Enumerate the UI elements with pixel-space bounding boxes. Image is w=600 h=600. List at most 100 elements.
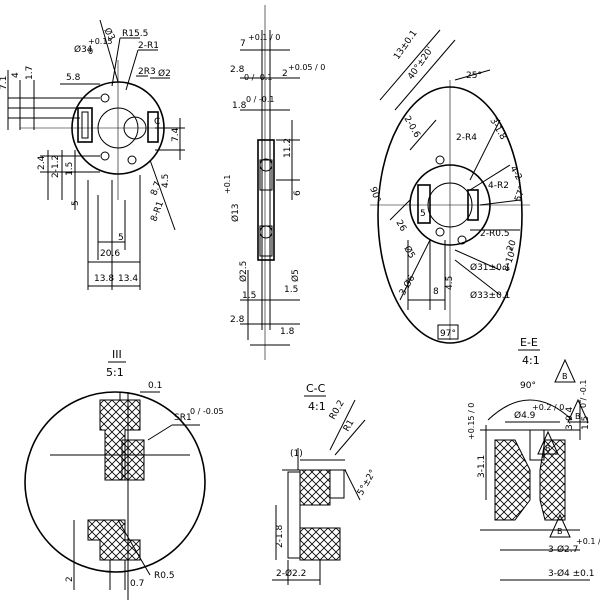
view3-dim-line xyxy=(379,29,441,101)
view3-d33: Ø33±0.1 xyxy=(470,290,510,301)
detail-cc-left-wall xyxy=(287,471,301,559)
view3-d2_6: 2-0.6 xyxy=(401,115,421,140)
view3-leader xyxy=(399,239,431,301)
detail-iii-scale: 5:1 xyxy=(106,366,124,379)
detail-ee-mark-b2: B xyxy=(575,412,581,421)
detail-ee-angle-arc xyxy=(487,399,573,421)
view1-leader xyxy=(99,19,119,83)
detail-cc-r1: R1 xyxy=(342,418,357,433)
view2-d2_5: Ø2.5 xyxy=(238,261,249,282)
detail-cc-right-wall xyxy=(329,469,345,499)
view3-leader xyxy=(469,164,511,191)
view3-r2b: 4-R2 xyxy=(488,181,509,191)
detail-e-e: E-E 4:1 90° Ø4.9 +0.2 / 0 3-0.4 0 / -0.1… xyxy=(467,336,600,581)
view3-r0_5: 2-R0.5 xyxy=(480,229,510,239)
view3-leader xyxy=(389,199,411,221)
detail-ee-d4_9: Ø4.9 xyxy=(514,410,536,421)
detail-iii-circle xyxy=(24,391,206,573)
detail-cc-scale: 4:1 xyxy=(308,400,326,413)
view3-d4_2: 4-2 xyxy=(507,165,523,183)
view3-angle-box xyxy=(437,324,459,340)
detail-ee-section-left xyxy=(494,439,531,521)
view3-dim-line xyxy=(394,39,456,111)
detail-ee-d3_2_7-tol: +0.1 / 0 xyxy=(576,537,600,546)
detail-cc-section-upper xyxy=(299,469,331,506)
detail-ee-d1_5: 1.5 xyxy=(581,416,591,430)
view3-d26: 26 xyxy=(393,219,408,234)
detail-cc-d1: (1) xyxy=(290,449,303,459)
detail-cc-section-lower xyxy=(299,527,341,561)
detail-ee-marker-b2 xyxy=(567,398,589,423)
view1-hole-bottom xyxy=(100,151,110,161)
view2-d7-tol: +0.1 / 0 xyxy=(248,33,280,42)
view1-d13_4: 13.4 xyxy=(118,274,138,284)
view2-d13-tol: +0.1 xyxy=(223,175,232,194)
view3-phi5: Ø5 xyxy=(401,244,417,261)
view1-d13_8: 13.8 xyxy=(94,274,114,284)
detail-ee-marker-b3 xyxy=(537,430,559,455)
view1-d8_7: 8.7 xyxy=(149,180,163,197)
detail-ee-mark-b3: B xyxy=(545,444,551,453)
view1-d7_4: 7.4 xyxy=(171,127,181,142)
detail-iii-title: III xyxy=(112,348,122,361)
view1-c: C xyxy=(154,117,160,127)
detail-iii: III 5:1 0.1 SR1 0 / -0.05 R0.5 0.7 2 xyxy=(24,348,224,600)
detail-ee-marker-b1 xyxy=(554,358,576,383)
detail-cc-ang: 5°±2° xyxy=(356,468,379,497)
view1-front-view: Ø34 +0.15 0 Ø3 R15.5 2-R1 2R3 Ø2 7.1 4 1… xyxy=(0,19,185,290)
view1-d34-tol: +0.15 xyxy=(88,37,113,46)
view1-d5_8: 5.8 xyxy=(66,73,81,83)
view1-d1_5: 1.5 xyxy=(65,162,75,176)
view3-left-slot xyxy=(417,184,431,224)
detail-c-c: C-C 4:1 R0.2 R1 5°±2° (1) 2-1.8 2-Ø2.2 xyxy=(272,382,379,585)
view1-d34: Ø34 xyxy=(74,44,93,55)
view2-d1_8b: 1.8 xyxy=(280,327,295,337)
view2-d2-tol: +0.05 / 0 xyxy=(288,63,325,72)
detail-cc-leader xyxy=(334,419,366,456)
view1-r15: R15.5 xyxy=(122,29,148,39)
detail-ee-section-right xyxy=(539,439,566,521)
detail-cc-leader xyxy=(344,469,361,501)
view1-d20_6: 20.6 xyxy=(100,249,120,259)
view3-leader xyxy=(454,259,501,296)
view1-r1b: 8-R1 xyxy=(149,200,166,223)
detail-ee-mark-b1: B xyxy=(562,372,568,381)
detail-cc-leader xyxy=(329,399,356,451)
view2-body xyxy=(257,139,275,261)
view2-d2_8-tol: 0 / -0.1 xyxy=(244,73,272,82)
view3-leader xyxy=(454,69,491,81)
view3-leader xyxy=(409,119,437,151)
detail-iii-section-lower xyxy=(87,519,141,561)
view3-leader xyxy=(479,199,521,206)
view2-d2_8: 2.8 xyxy=(230,65,245,75)
view2-hole-top xyxy=(259,158,273,172)
view3-d31: Ø31±0.1 xyxy=(470,262,510,273)
view2-d2_8b: 2.8 xyxy=(230,315,245,325)
view3-ang25: 25° xyxy=(466,71,482,81)
view3-hole-c xyxy=(457,235,467,245)
detail-ee-marker-b4 xyxy=(549,513,571,538)
detail-ee-mark-b4: B xyxy=(557,527,563,536)
view1-r3: 2R3 xyxy=(138,67,156,77)
view3-d8: 8 xyxy=(433,287,439,297)
detail-ee-d4_9-tol: +0.2 / 0 xyxy=(532,403,564,412)
detail-cc-d2_2_2: 2-Ø2.2 xyxy=(276,568,306,579)
view1-d34-tol-bot: 0 xyxy=(88,47,93,56)
view2-d6: 6 xyxy=(293,190,303,196)
view1-d2_4: 2.4 xyxy=(37,155,47,170)
view1-leader xyxy=(111,37,121,87)
detail-iii-d2: 2 xyxy=(65,576,75,582)
view1-d5b: 5 xyxy=(118,233,124,243)
view2-d13: Ø13 xyxy=(230,203,241,222)
detail-iii-section-mid xyxy=(121,439,145,481)
detail-iii-d0_1: 0.1 xyxy=(148,381,162,391)
view3-hole-b xyxy=(435,227,445,237)
view1-hole-right xyxy=(127,155,137,165)
detail-ee-d3_0_4-tol: 0 / -0.1 xyxy=(579,380,588,408)
view3-d3_d6: 3-Ø6 xyxy=(397,273,418,298)
view2-d1_5b: 1.5 xyxy=(284,285,298,295)
view1-phi2: Ø2 xyxy=(158,68,171,79)
detail-iii-r0_5: R0.5 xyxy=(154,571,175,581)
detail-iii-sr1-tol: 0 / -0.05 xyxy=(190,407,224,416)
